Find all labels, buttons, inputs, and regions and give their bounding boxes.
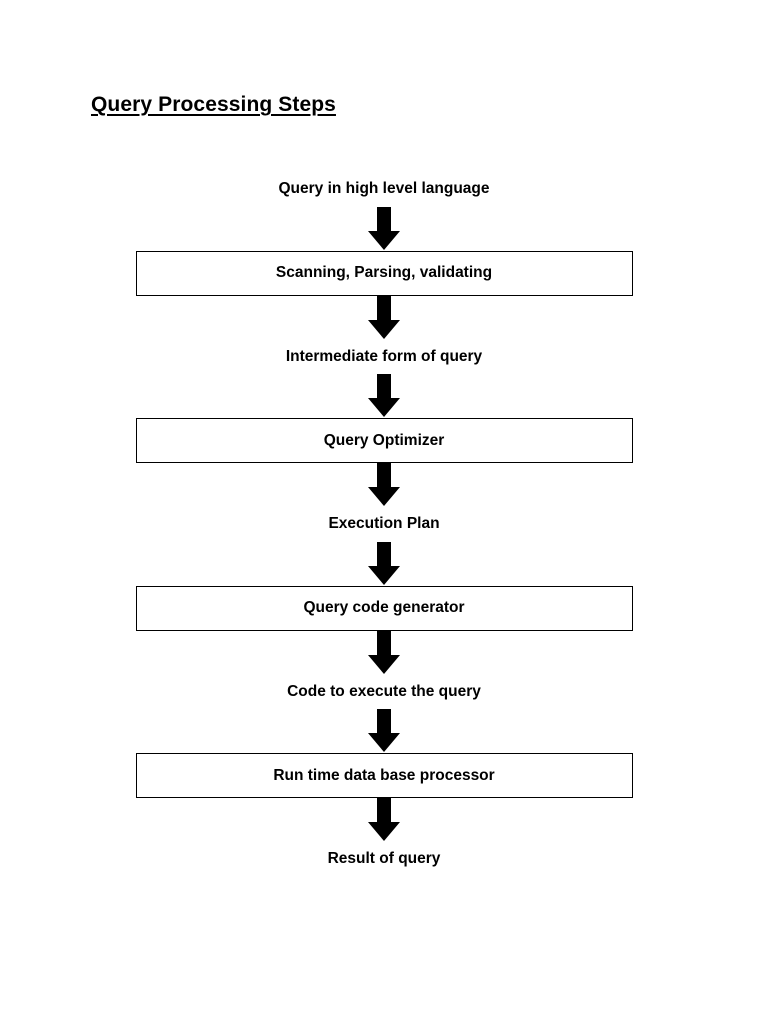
- flow-label: Result of query: [327, 850, 441, 868]
- flow-box: Scanning, Parsing, validating: [135, 250, 633, 296]
- down-arrow-icon: [367, 630, 401, 675]
- down-arrow-icon: [367, 798, 401, 842]
- flow-label: Execution Plan: [328, 515, 440, 533]
- flow-box-label: Scanning, Parsing, validating: [275, 264, 493, 282]
- flow-box: Run time data base processor: [135, 753, 633, 799]
- down-arrow-icon: [367, 374, 401, 418]
- down-arrow-icon: [367, 295, 401, 340]
- flow-box-label: Run time data base processor: [273, 766, 495, 784]
- flow-label: Code to execute the query: [287, 682, 481, 700]
- flow-box: Query Optimizer: [135, 418, 633, 464]
- flow-box-label: Query Optimizer: [323, 431, 445, 449]
- down-arrow-icon: [367, 463, 401, 507]
- down-arrow-icon: [367, 541, 401, 586]
- flow-label: Query in high level language: [278, 180, 490, 197]
- flow-label: Intermediate form of query: [285, 347, 483, 365]
- flow-box: Query code generator: [135, 585, 633, 631]
- page-title: Query Processing Steps: [91, 93, 336, 116]
- down-arrow-icon: [367, 709, 401, 753]
- down-arrow-icon: [367, 206, 401, 251]
- flow-box-label: Query code generator: [303, 599, 465, 617]
